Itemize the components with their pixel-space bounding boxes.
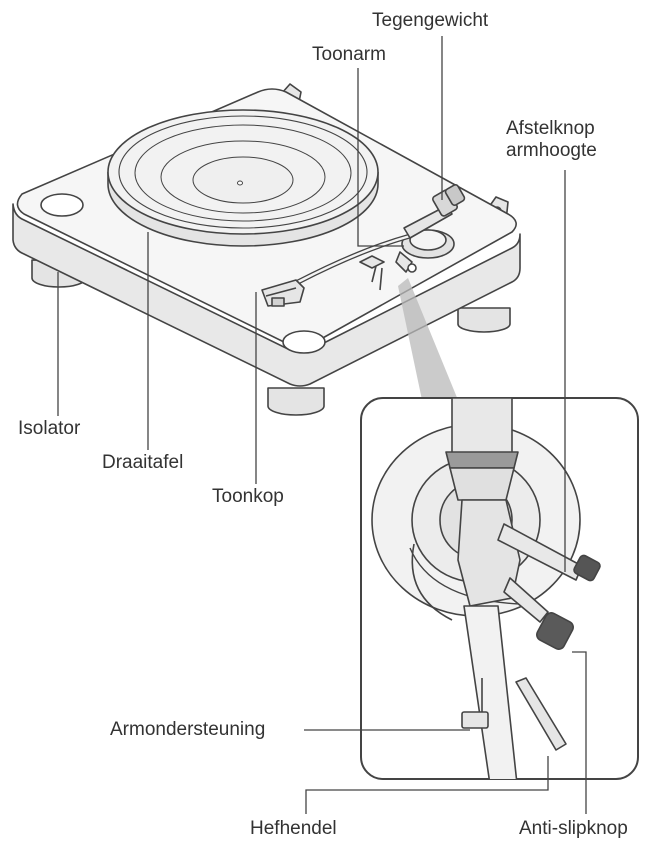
label-isolator: Isolator: [18, 418, 81, 439]
label-tegengewicht: Tegengewicht: [372, 10, 489, 31]
inset-detail: [360, 397, 639, 780]
tonearm-base: [401, 229, 455, 259]
label-afstelknop-line2: armhoogte: [506, 140, 597, 161]
headshell: [261, 279, 305, 307]
label-draaitafel: Draaitafel: [102, 452, 184, 473]
label-afstelknop-armhoogte: Afstelknop armhoogte: [506, 118, 597, 162]
label-hefhendel: Hefhendel: [250, 818, 337, 839]
label-afstelknop-line1: Afstelknop: [506, 118, 595, 139]
turntable: [12, 83, 521, 416]
leader-anti-slipknop: [572, 651, 587, 814]
label-toonarm: Toonarm: [312, 44, 386, 65]
isolator-foot-front: [267, 387, 325, 416]
isolator-top-left: [40, 193, 84, 217]
leader-toonarm: [357, 68, 404, 247]
arm-rest: [359, 255, 385, 291]
leader-hefhendel: [305, 756, 549, 814]
platter: [107, 109, 379, 247]
label-toonkop: Toonkop: [212, 486, 284, 507]
zoom-cone: [398, 278, 458, 400]
isolator-foot-right: [457, 307, 511, 333]
leader-lines: [57, 36, 587, 814]
isolator-top-front: [282, 330, 326, 354]
tonearm: [296, 184, 466, 285]
label-anti-slipknop: Anti-slipknop: [519, 818, 628, 839]
label-armondersteuning: Armondersteuning: [110, 719, 266, 740]
